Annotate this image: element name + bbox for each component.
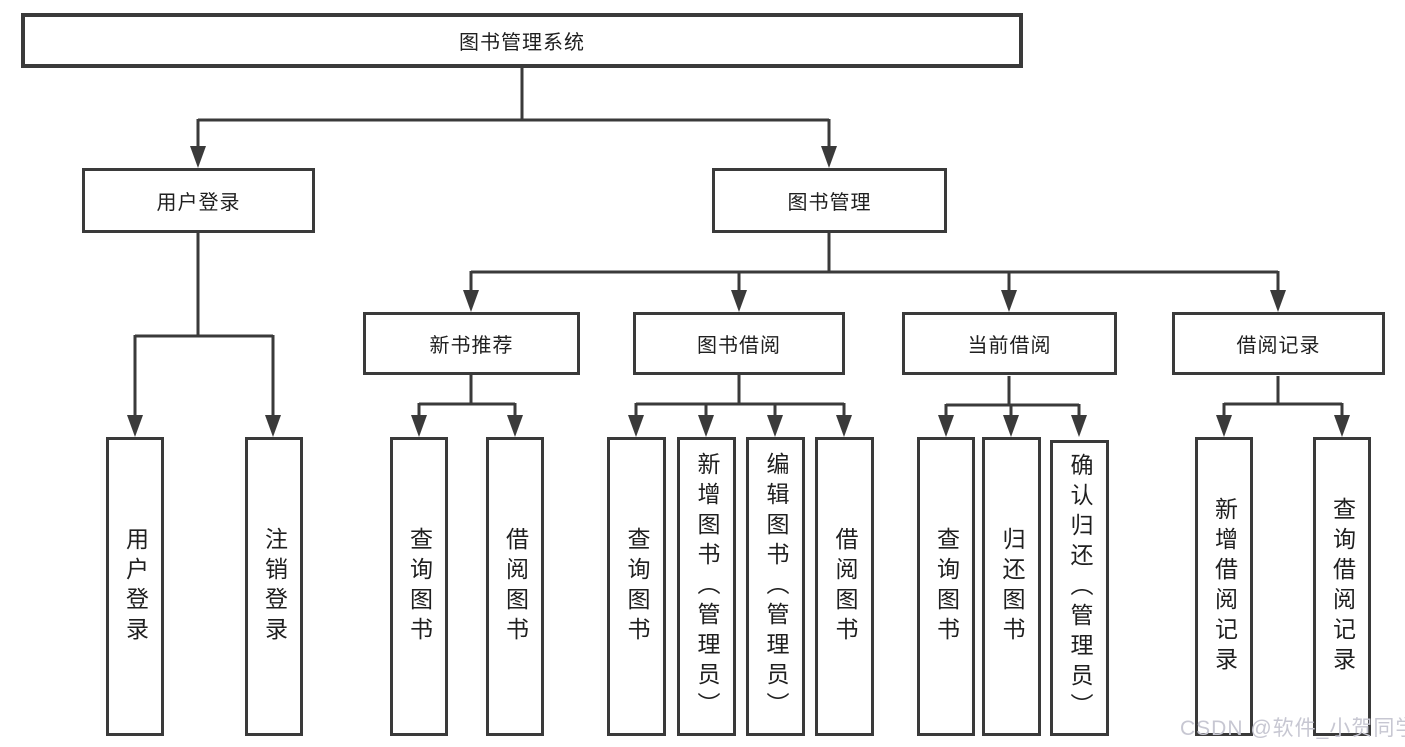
- node-book-management: 图书管理: [712, 168, 947, 233]
- leaf-query-borrow-record: 查询借阅记录: [1313, 437, 1371, 736]
- node-label: 查询图书: [624, 526, 650, 647]
- node-label: 图书管理: [787, 192, 872, 214]
- leaf-add-book-admin: 新增图书（管理员）: [677, 437, 736, 736]
- node-label: 借阅记录: [1236, 335, 1321, 357]
- leaf-query-book-2: 查询图书: [607, 437, 666, 736]
- leaf-query-book-1: 查询图书: [390, 437, 448, 736]
- node-label: 图书借阅: [697, 335, 781, 357]
- node-new-book-recommend: 新书推荐: [363, 312, 580, 375]
- node-label: 确认归还（管理员）: [1067, 453, 1093, 723]
- node-label: 新书推荐: [429, 335, 514, 357]
- leaf-user-login: 用户登录: [106, 437, 164, 736]
- node-label: 查询图书: [933, 526, 960, 647]
- leaf-borrow-book-2: 借阅图书: [815, 437, 874, 736]
- node-label: 用户登录: [122, 526, 149, 647]
- node-label: 借阅图书: [832, 526, 858, 647]
- node-label: 新增图书（管理员）: [694, 451, 720, 722]
- node-label: 注销登录: [261, 526, 288, 647]
- node-borrow-record: 借阅记录: [1172, 312, 1385, 375]
- node-label: 查询图书: [406, 526, 433, 647]
- leaf-confirm-return-admin: 确认归还（管理员）: [1050, 440, 1109, 736]
- node-current-borrow: 当前借阅: [902, 312, 1117, 375]
- node-label: 编辑图书（管理员）: [763, 451, 789, 722]
- csdn-watermark: CSDN @软件_小贺同学: [1180, 717, 1405, 740]
- leaf-edit-book-admin: 编辑图书（管理员）: [746, 437, 805, 736]
- arrowheads: [127, 146, 1350, 437]
- leaf-add-borrow-record: 新增借阅记录: [1195, 437, 1253, 736]
- node-user-login: 用户登录: [82, 168, 315, 233]
- node-label: 归还图书: [999, 526, 1025, 647]
- node-book-borrow: 图书借阅: [633, 312, 845, 375]
- node-label: 新增借阅记录: [1211, 496, 1238, 677]
- node-label: 借阅图书: [502, 526, 529, 647]
- node-label: 当前借阅: [967, 335, 1052, 357]
- leaf-logout: 注销登录: [245, 437, 303, 736]
- leaf-borrow-book-1: 借阅图书: [486, 437, 544, 736]
- node-label: 用户登录: [156, 192, 241, 214]
- node-library-system: 图书管理系统: [21, 13, 1023, 68]
- node-label: 查询借阅记录: [1329, 496, 1356, 677]
- leaf-return-book: 归还图书: [982, 437, 1041, 736]
- node-label: 图书管理系统: [459, 32, 585, 54]
- leaf-query-book-3: 查询图书: [917, 437, 975, 736]
